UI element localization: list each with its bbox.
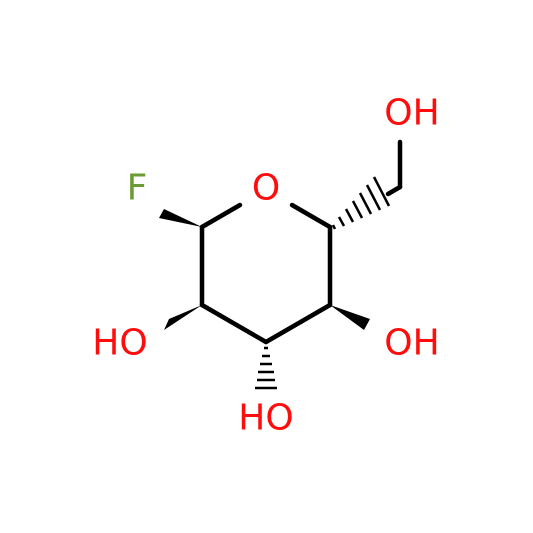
ring-bonds <box>199 139 403 345</box>
fluorine-atom-label: F <box>127 168 148 209</box>
ring-oxygen-label: O <box>252 168 280 209</box>
hydroxyl-c6-label: OH <box>384 93 439 134</box>
bond-c6-link <box>385 184 403 197</box>
bond-o5-c5 <box>289 202 333 230</box>
wedge-c4-oh <box>330 305 370 330</box>
hash-c5-c6 <box>331 176 391 230</box>
hydroxyl-c2-label: HO <box>92 323 147 364</box>
bond-c4-c3 <box>263 302 333 345</box>
hydroxyl-c4-label: OH <box>384 323 439 364</box>
wedge-c1-f <box>159 209 202 227</box>
hash-c3-oh <box>255 346 277 390</box>
bond-c1-o5 <box>199 202 243 230</box>
bond-c3-c2 <box>199 302 269 345</box>
hydroxyl-c3-label: HO <box>238 398 293 439</box>
wedge-c2-oh <box>164 305 202 330</box>
